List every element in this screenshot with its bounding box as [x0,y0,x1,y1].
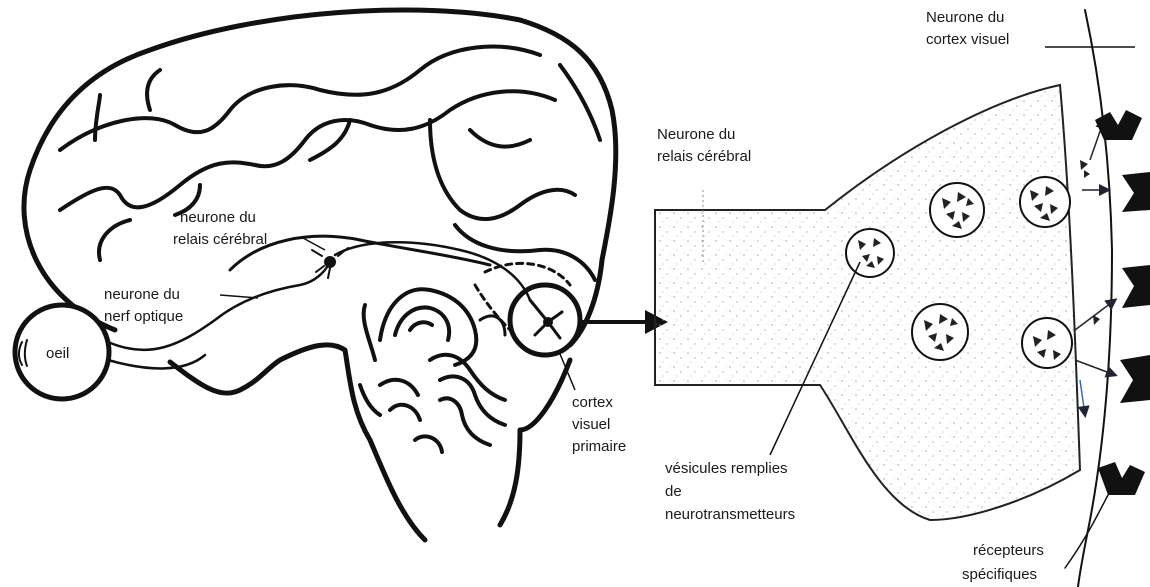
receptor [1122,172,1150,212]
label-neurone-nerf-optique: neurone du nerf optique [104,286,184,325]
label-cortex-visuel-primaire: cortex visuel primaire [572,394,626,455]
brain-gyrus [147,70,160,110]
label-vesicules: vésicules remplies de neurotransmetteurs [665,460,795,523]
optic-nerve-path [108,262,330,350]
brain-gyrus [60,91,555,210]
primary-visual-cortex-marker [510,285,580,355]
vesicle [1020,177,1070,227]
receptors-label-leader [1065,495,1108,568]
label-neurone-relais-right: Neurone du relais cérébral [657,126,751,165]
brain-drawing [15,10,668,540]
receptor [1122,265,1150,308]
vesicle [846,229,894,277]
receptor [1098,462,1145,495]
label-oeil: oeil [46,345,69,362]
receptor [1120,355,1150,403]
brain-gyrus [470,130,530,147]
optic-nerve-path-lower [108,355,205,368]
optic-radiation-dashed [485,263,570,285]
label-neurone-relais-left: neurone du relais cérébral [173,209,267,248]
synapse-drawing [655,10,1150,587]
label-neurone-cortex-visuel: Neurone du cortex visuel [926,9,1009,48]
vesicle [912,304,968,360]
relay-label-leader [303,238,325,250]
brain-gyrus [430,120,575,219]
relay-neuron-cell [312,248,348,278]
cerebellum-outline [500,360,570,525]
brain-gyrus [455,225,595,280]
brainstem-outline [170,345,425,540]
optic-label-leader [220,295,258,298]
brain-gyrus [99,220,130,260]
label-recepteurs: récepteurs spécifiques [962,542,1048,583]
brain-midline [230,236,490,270]
vesicle [1022,318,1072,368]
cerebellum [360,289,505,452]
brain-gyrus [310,120,350,160]
postsynaptic-membrane [1078,10,1112,587]
brain-gyrus [560,65,600,140]
vesicle [930,183,984,237]
brain-gyrus [95,95,100,140]
